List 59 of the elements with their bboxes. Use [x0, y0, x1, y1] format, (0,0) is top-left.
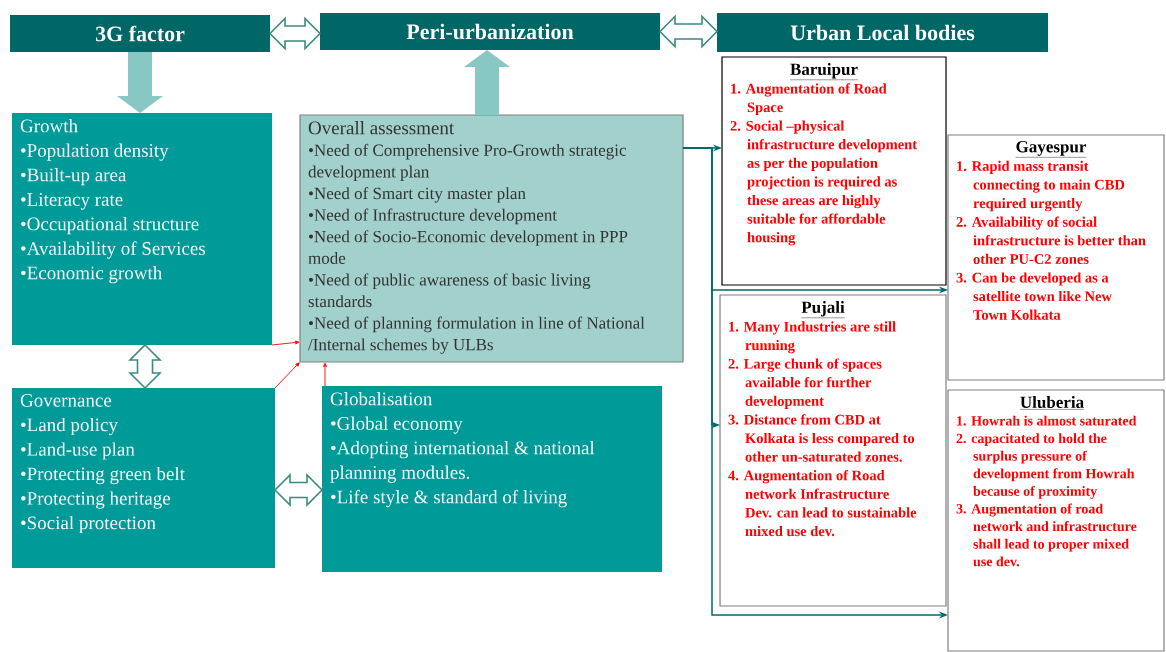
box-heading: Globalisation — [330, 392, 433, 406]
list-item: 3. Can be developed as a satellite town like New Town Kolkata — [956, 272, 1112, 320]
list-item: 2. capacitated to hold the surplus pressure of development from Howrah because of proximity — [956, 433, 1135, 499]
list-item: 1. Augmentation of Road Space — [731, 83, 887, 116]
place-heading: Baruipur — [789, 63, 859, 80]
bullet-item: •Protecting green belt — [21, 466, 185, 485]
place-heading: Gayespur — [1015, 141, 1087, 158]
list-item: 1. Many Industries are still running — [729, 321, 896, 354]
bullet-item: •Life style & standard of living — [331, 489, 567, 508]
list-item: 3. Distance from CBD at Kolkata is less compared to other un-saturated zones. — [728, 414, 915, 462]
bullet-item: •Need of Comprehensive Pro-Growth strategic development plan — [308, 143, 626, 181]
bullet-item: •Built-up area — [21, 168, 127, 186]
header-banner — [320, 13, 660, 50]
area-box — [947, 389, 1165, 652]
bullet-item: •Land policy — [21, 417, 118, 436]
bullet-item: •Need of planning formulation in line of National /Internal schemes by ULBs — [308, 316, 645, 354]
banner-title: Urban Local bodies — [790, 24, 975, 41]
arrow — [274, 362, 300, 389]
bullet-item: •Literacy rate — [21, 193, 123, 210]
bullet-item: •Population density — [21, 143, 169, 161]
arrow — [271, 340, 300, 346]
list-item: 2. Availability of social infrastructure is better than other PU-C2 zones — [956, 216, 1146, 264]
list-item: 2. Large chunk of spaces available for further development — [728, 358, 882, 409]
list-item: 1. Rapid mass transit connecting to main CBD required urgently — [957, 160, 1125, 212]
bullet-item: •Availability of Services — [21, 241, 206, 259]
header-banner — [10, 15, 270, 52]
place-heading: Pujali — [801, 301, 845, 318]
bullet-item: •Need of Smart city master plan — [308, 187, 526, 203]
bullet-item: •Occupational structure — [21, 217, 199, 235]
bullet-item: •Protecting heritage — [21, 491, 171, 509]
bullet-item: •Global economy — [331, 416, 463, 434]
box-heading: Governance — [20, 394, 112, 407]
bullet-item: •Economic growth — [21, 266, 163, 284]
arrow — [323, 362, 327, 387]
area-box — [947, 134, 1165, 381]
block-arrow — [464, 50, 510, 115]
bullet-item: •Social protection — [21, 515, 156, 534]
info-box — [322, 386, 662, 572]
bullet-item: •Need of Socio-Economic development in PPP mode — [308, 230, 628, 264]
banner-title: 3G factor — [95, 25, 185, 42]
bullet-item: •Adopting international & national planning modules. — [330, 441, 595, 483]
bullet-item: •Land-use plan — [21, 442, 135, 460]
list-item: 4. Augmentation of Road network Infrastructure Dev. can lead to sustainable mixed use dev. — [728, 470, 917, 537]
bullet-item: •Need of Infrastructure development — [308, 208, 557, 225]
area-box — [721, 56, 947, 286]
header-banner — [717, 13, 1048, 52]
info-box — [12, 113, 272, 345]
box-heading: Growth — [20, 119, 78, 133]
assessment-box — [299, 114, 684, 363]
block-arrow — [117, 52, 163, 113]
list-item: 2. Social –physical infrastructure development as per the population projection is required as these areas are highly suitable for affordable housing — [730, 120, 917, 246]
box-heading: Overall assessment — [308, 121, 455, 135]
info-box — [12, 388, 275, 568]
area-box — [719, 294, 947, 607]
banner-title: Peri-urbanization — [406, 23, 574, 40]
list-item: 3. Augmentation of road network and infrastructure shall lead to proper mixed use dev. — [956, 503, 1137, 567]
place-heading: Uluberia — [1019, 396, 1085, 410]
list-item: 1. Howrah is almost saturated — [957, 415, 1137, 426]
bullet-item: •Need of public awareness of basic living standards — [308, 273, 591, 308]
